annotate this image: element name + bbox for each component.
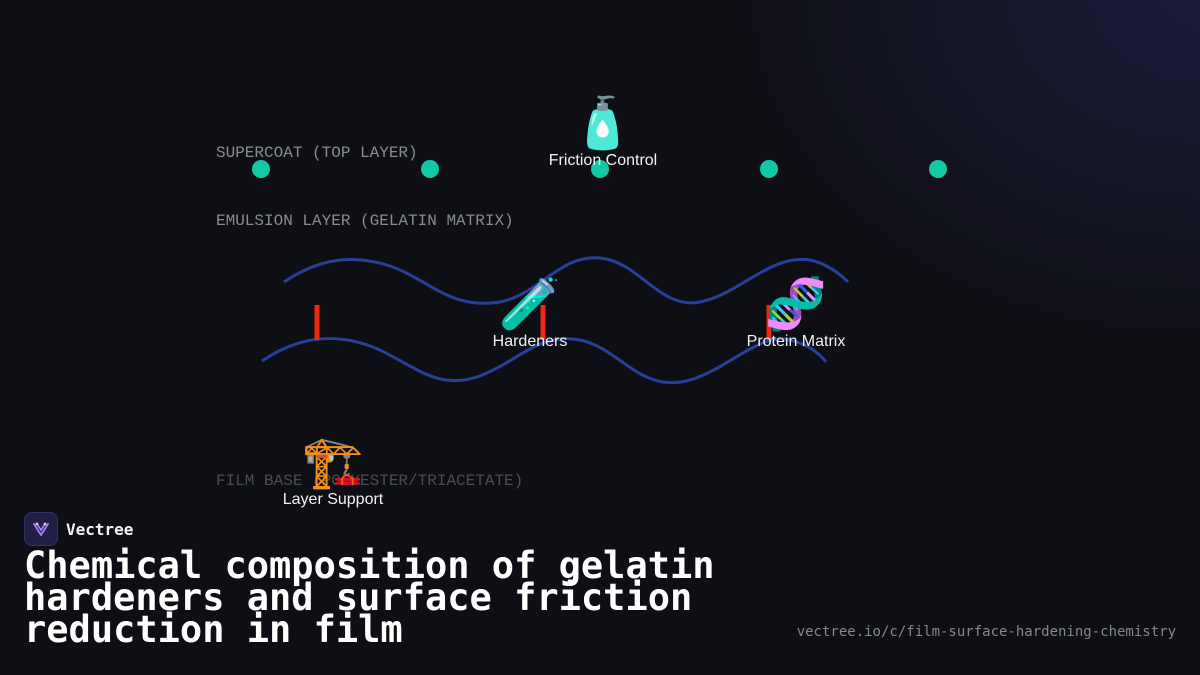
supercoat-dot: [929, 160, 947, 178]
brand-name: Vectree: [66, 519, 134, 539]
node-label: Protein Matrix: [746, 333, 846, 350]
node-label: Friction Control: [548, 152, 658, 169]
node-label: Hardeners: [492, 333, 568, 350]
node-layer-support: 🏗️ Layer Support: [283, 433, 384, 509]
gelatin-strand-lower: [261, 337, 828, 384]
node-hardeners: 🧪 Hardeners: [493, 275, 568, 351]
test-tube-icon: 🧪: [498, 276, 562, 332]
layer-label-emulsion: EMULSION LAYER (GELATIN MATRIX): [216, 212, 514, 230]
supercoat-dot: [591, 160, 609, 178]
supercoat-dots: [252, 160, 947, 178]
lotion-bottle-icon: 🧴: [571, 95, 635, 151]
source-url: vectree.io/c/film-surface-hardening-chem…: [796, 624, 1176, 640]
supercoat-dot: [252, 160, 270, 178]
layer-label-supercoat: SUPERCOAT (TOP LAYER): [216, 144, 418, 162]
layer-label-film-base: FILM BASE (POLYESTER/TRIACETATE): [216, 472, 524, 490]
page-title: Chemical composition of gelatin hardener…: [24, 544, 715, 651]
brand: Vectree: [24, 512, 133, 546]
dna-icon: 🧬: [764, 276, 828, 332]
crane-icon: 🏗️: [301, 434, 365, 490]
supercoat-dot: [760, 160, 778, 178]
node-friction-control: 🧴 Friction Control: [549, 94, 657, 170]
vectree-logo-icon: [24, 512, 58, 546]
node-label: Layer Support: [282, 491, 384, 508]
crosslinks: [314, 305, 772, 340]
supercoat-dot: [421, 160, 439, 178]
node-protein-matrix: 🧬 Protein Matrix: [747, 275, 846, 351]
gelatin-strand-upper: [283, 256, 850, 305]
gelatin-strands: [261, 256, 850, 384]
